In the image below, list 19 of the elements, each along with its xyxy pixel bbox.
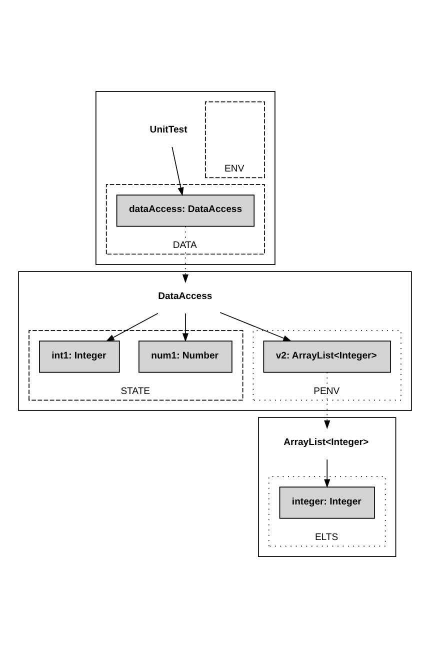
arrow: [182, 313, 188, 342]
node-text: DataAccess: [158, 291, 212, 302]
arrow: [172, 146, 184, 196]
node-box: integer: Integer: [279, 486, 375, 519]
cluster: [258, 417, 396, 557]
node-text: UnitTest: [150, 124, 188, 136]
node-box: ENV: [205, 101, 265, 178]
arrow: [220, 312, 292, 342]
arrow: [182, 226, 188, 284]
node-box: dataAccess: DataAccess: [116, 194, 255, 227]
arrow: [324, 459, 330, 488]
arrow: [106, 312, 158, 342]
cluster: [96, 91, 276, 265]
arrow: [324, 372, 330, 430]
node-text: ArrayList<Integer>: [284, 437, 369, 448]
node-box: v2: ArrayList<Integer>: [263, 340, 391, 373]
node-box: num1: Number: [138, 340, 232, 373]
node-box: int1: Integer: [39, 340, 120, 373]
cluster: [18, 271, 412, 411]
